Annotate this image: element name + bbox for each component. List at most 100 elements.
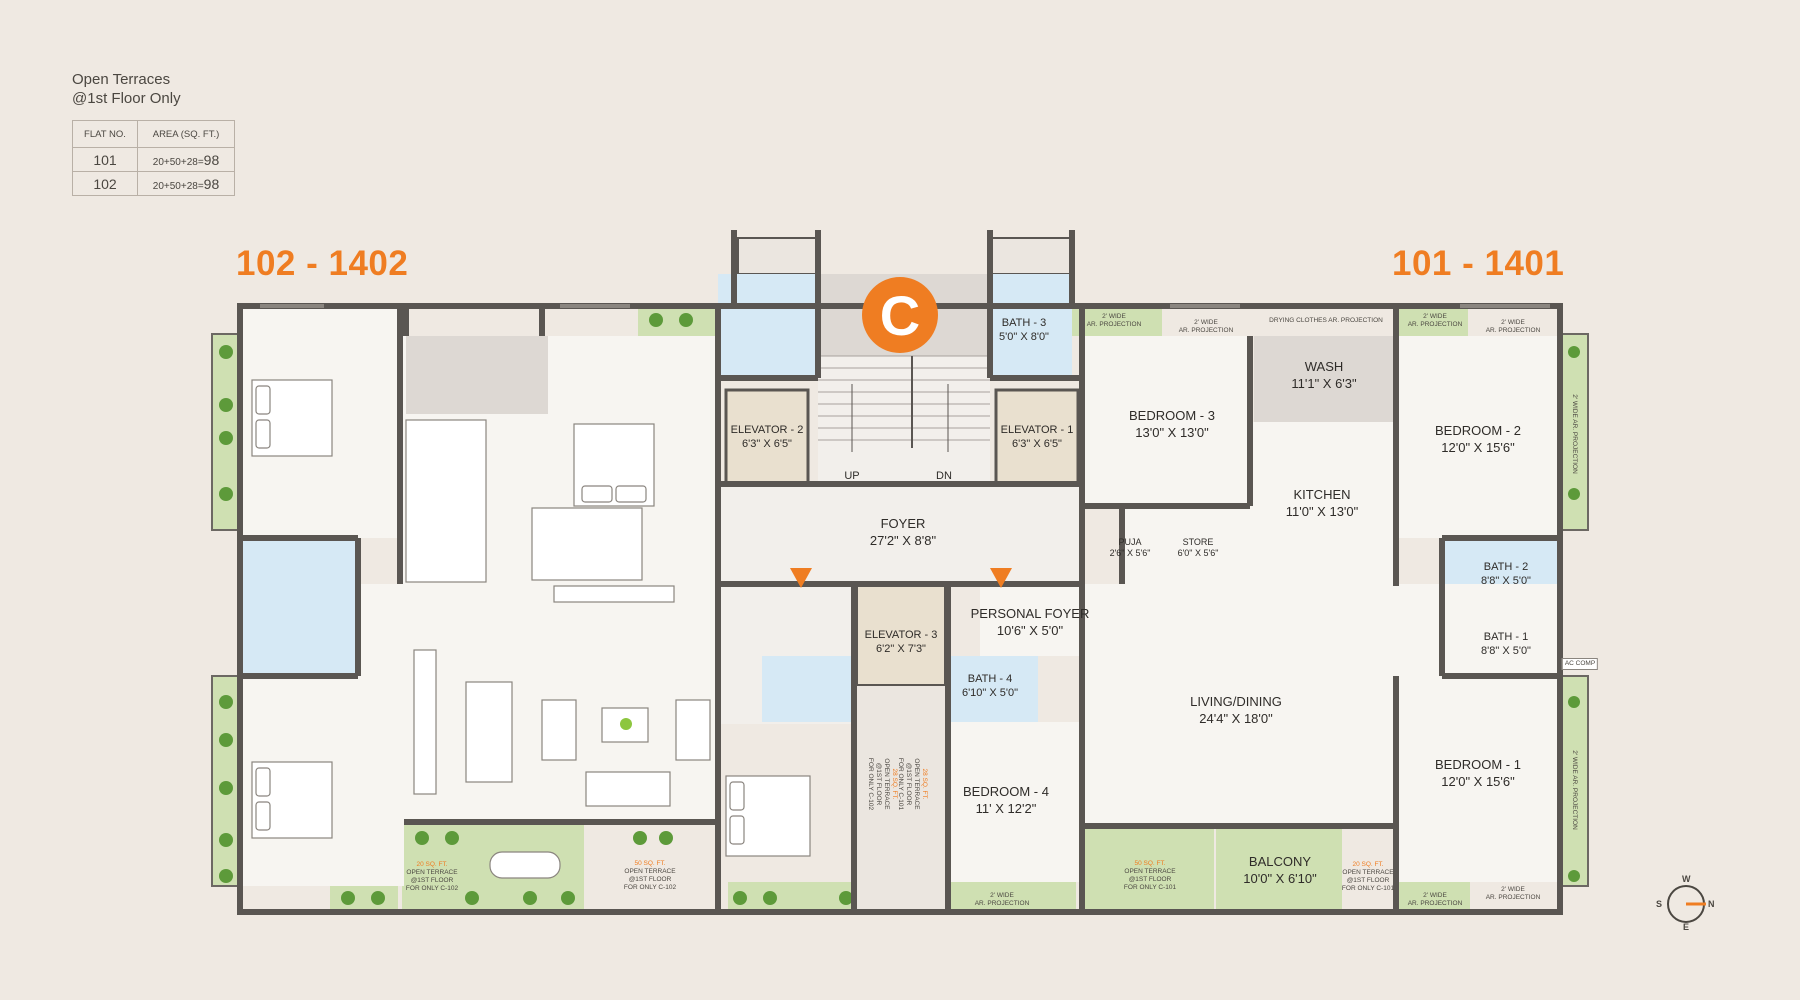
room-name: ELEVATOR - 1	[1000, 424, 1074, 436]
bedroom-3-label: BEDROOM - 3 13'0" X 13'0"	[1129, 407, 1215, 441]
terrace-flat: FOR ONLY C-101	[1123, 884, 1177, 891]
elevator-2-label: ELEVATOR - 2 6'3" X 6'5"	[731, 423, 804, 451]
projection-width: 2' WIDE	[1423, 313, 1447, 320]
room-name: BEDROOM - 3	[1129, 408, 1215, 423]
terrace-flat: FOR ONLY C-101	[1341, 885, 1395, 892]
compass-east: E	[1683, 922, 1690, 932]
store-label: STORE 6'0" X 5'6"	[1178, 537, 1219, 559]
projection-width: 2' WIDE	[1501, 319, 1525, 326]
projection-width: 2' WIDE	[1423, 892, 1447, 899]
room-size: 11'1" X 6'3"	[1291, 376, 1357, 391]
terrace-area: 20 SQ. FT.	[1352, 861, 1384, 868]
projection-width: 2' WIDE	[1102, 313, 1126, 320]
room-name: BEDROOM - 1	[1435, 757, 1521, 772]
entry-arrow-icon	[790, 568, 812, 588]
room-name: BATH - 2	[1483, 561, 1529, 573]
area-calc: 20+50+28=	[152, 180, 204, 192]
terrace-line2: @1ST FLOOR	[410, 877, 454, 884]
room-size: 12'0" X 15'6"	[1441, 440, 1515, 455]
room-size: 27'2" X 8'8"	[869, 533, 937, 548]
staircase	[818, 355, 990, 452]
terrace-flat: FOR ONLY C-102	[405, 885, 459, 892]
terrace-label-core-101: 28 SQ. FT. OPEN TERRACE @1ST FLOOR FOR O…	[896, 758, 928, 810]
flat-label-right: 101 - 1401	[1392, 244, 1565, 283]
room-size: 2'6" X 5'6"	[1109, 548, 1151, 558]
room-size: 11' X 12'2"	[975, 801, 1037, 816]
projection-width: 2' WIDE	[1501, 886, 1525, 893]
ac-compressor-label: AC COMP	[1561, 658, 1599, 670]
room-size: 6'10" X 5'0"	[961, 687, 1019, 699]
room-size: 6'3" X 6'5"	[742, 438, 792, 450]
terrace-label-core-102: 28 SQ. FT. OPEN TERRACE @1ST FLOOR FOR O…	[866, 758, 898, 810]
entry-arrow-icon	[990, 568, 1012, 588]
area-cell: 20+50+28=98	[137, 147, 235, 172]
room-size: 6'2" X 7'3"	[876, 643, 926, 655]
living-dining-label: LIVING/DINING 24'4" X 18'0"	[1190, 693, 1282, 727]
room-name: BATH - 1	[1483, 631, 1529, 643]
room-size: 13'0" X 13'0"	[1135, 425, 1209, 440]
room-name: WASH	[1304, 359, 1344, 374]
terrace-heading: Open Terraces @1st Floor Only	[72, 70, 181, 108]
compass: W N S E	[1656, 874, 1716, 940]
terrace-flat: FOR ONLY C-102	[623, 884, 677, 891]
terrace-line1: OPEN TERRACE	[406, 869, 458, 876]
terrace-flat: FOR ONLY C-102	[867, 757, 874, 811]
brand-logo: C	[862, 277, 938, 353]
bath-3-label: BATH - 3 5'0" X 8'0"	[999, 316, 1049, 344]
room-size: 6'0" X 5'6"	[1177, 548, 1219, 558]
room-size: 12'0" X 15'6"	[1441, 774, 1515, 789]
room-name: BALCONY	[1248, 854, 1312, 869]
room-name: FOYER	[880, 516, 926, 531]
projection-text: AR. PROJECTION	[974, 900, 1030, 907]
terrace-area: 20 SQ. FT.	[416, 861, 448, 868]
area-calc: 20+50+28=	[152, 156, 204, 168]
terrace-flat: FOR ONLY C-101	[897, 757, 904, 811]
terrace-line2: @1ST FLOOR	[875, 762, 882, 806]
terrace-label-left-20: 20 SQ. FT. OPEN TERRACE @1ST FLOOR FOR O…	[406, 861, 458, 893]
terrace-line2: @1ST FLOOR	[905, 762, 912, 806]
projection-width: 2' WIDE	[990, 892, 1014, 899]
terrace-area: 50 SQ. FT.	[1134, 860, 1166, 867]
compass-north: N	[1708, 899, 1715, 909]
room-size: 11'0" X 13'0"	[1285, 504, 1359, 519]
terrace-heading-line2: @1st Floor Only	[72, 90, 181, 107]
terrace-label-right-20: 20 SQ. FT. OPEN TERRACE @1ST FLOOR FOR O…	[1342, 861, 1394, 893]
room-size: 5'0" X 8'0"	[999, 331, 1049, 343]
stair-down-label: DN	[936, 470, 952, 482]
terrace-line1: OPEN TERRACE	[913, 758, 920, 810]
room-name: KITCHEN	[1293, 487, 1351, 502]
compass-west: W	[1682, 874, 1691, 884]
header-flat-no: FLAT NO.	[72, 120, 138, 148]
kitchen-label: KITCHEN 11'0" X 13'0"	[1286, 486, 1359, 520]
bath-1-label: BATH - 1 8'8" X 5'0"	[1481, 630, 1531, 658]
furniture	[251, 379, 811, 879]
terrace-line2: @1ST FLOOR	[1128, 876, 1172, 883]
table-row: 102 20+50+28=98	[72, 171, 235, 196]
room-name: LIVING/DINING	[1190, 694, 1282, 709]
bedroom-4-label: BEDROOM - 4 11' X 12'2"	[963, 783, 1049, 817]
terrace-area-table: FLAT NO. AREA (SQ. FT.) 101 20+50+28=98 …	[72, 120, 235, 196]
room-name: ELEVATOR - 3	[864, 629, 938, 641]
projection-text: AR. PROJECTION	[1485, 327, 1541, 334]
terrace-line2: @1ST FLOOR	[628, 876, 672, 883]
brand-logo-letter: C	[879, 284, 921, 347]
projection-width: 2' WIDE	[1194, 319, 1218, 326]
room-name: STORE	[1182, 537, 1214, 547]
room-name: BATH - 3	[1001, 317, 1047, 329]
projection-text: AR. PROJECTION	[1407, 900, 1463, 907]
room-name: BATH - 4	[967, 673, 1013, 685]
area-total: 98	[203, 175, 220, 192]
terrace-area: 50 SQ. FT.	[634, 860, 666, 867]
bath-2-label: BATH - 2 8'8" X 5'0"	[1481, 560, 1531, 588]
balcony-label: BALCONY 10'0" X 6'10"	[1243, 853, 1316, 887]
right-flat-floor	[948, 336, 1560, 882]
bedroom-1-label: BEDROOM - 1 12'0" X 15'6"	[1435, 756, 1521, 790]
area-total: 98	[203, 151, 220, 168]
drying-projection-label: DRYING CLOTHES AR. PROJECTION	[1269, 317, 1383, 324]
decor-plant-icon	[620, 718, 632, 730]
